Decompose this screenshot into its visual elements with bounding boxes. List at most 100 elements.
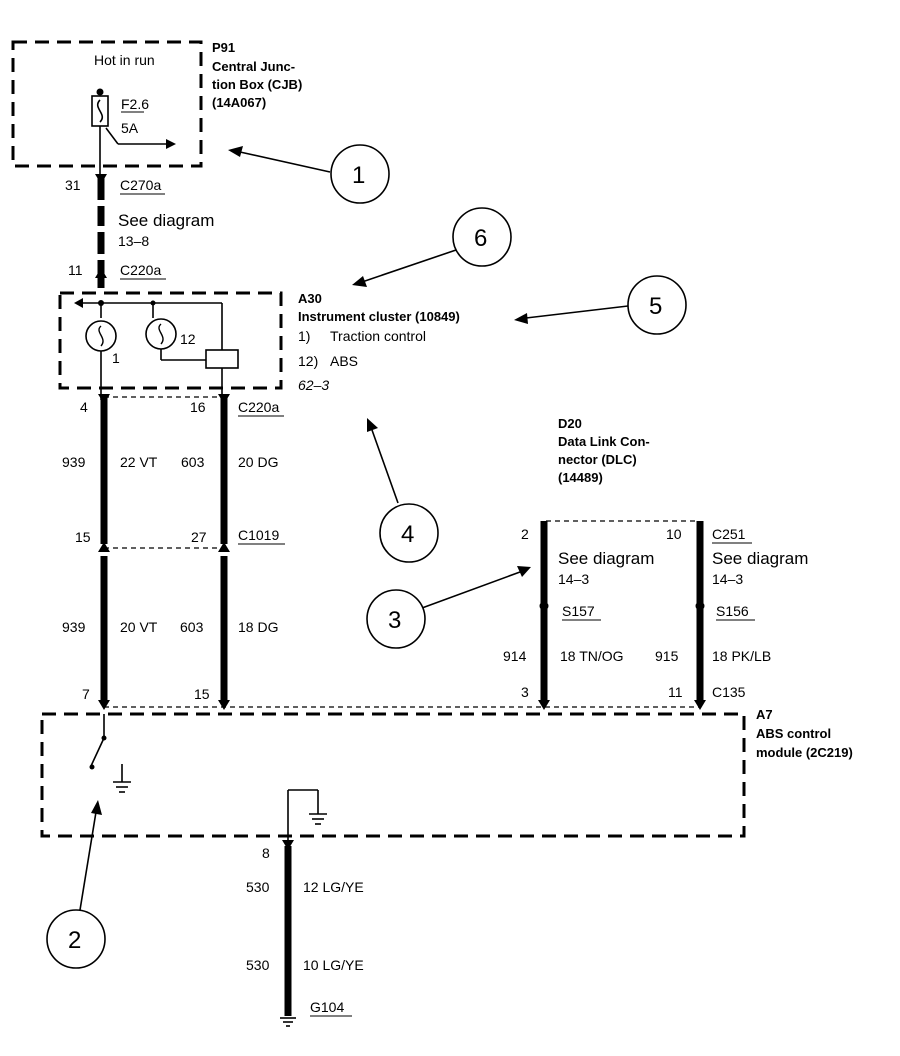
cjb-name-line2: tion Box (CJB) <box>212 77 302 92</box>
ground-upper-spec: 12 LG/YE <box>303 879 364 895</box>
cluster-item-12-text: ABS <box>330 353 358 369</box>
abs-module-id: A7 <box>756 707 773 722</box>
lower-left-spec: 20 VT <box>120 619 158 635</box>
dlc-name-line2: nector (DLC) <box>558 452 637 467</box>
see-diagram-14-3-left: See diagram <box>558 549 654 568</box>
dlc-wire-pair <box>538 521 706 710</box>
dlc-part-number: (14489) <box>558 470 603 485</box>
cluster-item-1-text: Traction control <box>330 328 426 344</box>
cluster-name: Instrument cluster (10849) <box>298 309 460 324</box>
callout-1: 1 <box>228 144 390 204</box>
c1019-pin-right: 27 <box>191 529 207 545</box>
c220a-bottom-connector: C220a <box>238 399 279 415</box>
upper-right-spec: 20 DG <box>238 454 278 470</box>
switch-icon <box>89 714 107 770</box>
ground-lower-circuit: 530 <box>246 957 270 973</box>
callout-3: 3 <box>366 566 531 649</box>
c220a-top-connector: C220a <box>120 262 161 278</box>
cluster-outline <box>58 291 283 390</box>
c251-pin-right: 10 <box>666 526 682 542</box>
callout-5-number: 5 <box>649 293 662 320</box>
upper-left-circuit: 939 <box>62 454 86 470</box>
fuse-id: F2.6 <box>121 96 149 112</box>
abs-module-outline <box>40 712 746 838</box>
see-diagram-13-8-ref: 13–8 <box>118 233 149 249</box>
callout-4-number: 4 <box>401 521 414 548</box>
cjb-name-line1: Central Junc- <box>212 59 295 74</box>
splice-s156-dot <box>695 601 705 611</box>
dlc-left-spec: 18 TN/OG <box>560 648 624 664</box>
see-diagram-14-3-right: See diagram <box>712 549 808 568</box>
c270a-pin: 31 <box>65 177 81 193</box>
c270a-connector: C270a <box>120 177 161 193</box>
lower-right-circuit: 603 <box>180 619 204 635</box>
c251-connector: C251 <box>712 526 746 542</box>
fuse-icon <box>91 88 176 176</box>
dlc-name-line1: Data Link Con- <box>558 434 650 449</box>
c220a-bottom-pin-left: 4 <box>80 399 88 415</box>
cluster-id: A30 <box>298 291 322 306</box>
cjb-outline <box>11 40 203 168</box>
ground-icon-module <box>288 789 327 825</box>
callout-5: 5 <box>514 275 687 335</box>
abs-control-module <box>40 712 746 840</box>
fuse-rating: 5A <box>121 120 139 136</box>
ground-lower-spec: 10 LG/YE <box>303 957 364 973</box>
c135-connector: C135 <box>712 684 746 700</box>
see-diagram-14-3-right-ref: 14–3 <box>712 571 743 587</box>
splice-s157-dot <box>539 601 549 611</box>
callout-2: 2 <box>46 800 106 969</box>
traction-control-lamp-icon <box>85 320 117 352</box>
upper-right-circuit: 603 <box>181 454 205 470</box>
lamp-1-label: 1 <box>112 350 120 366</box>
cluster-item-1-num: 1) <box>298 328 310 344</box>
cjb-id: P91 <box>212 40 235 55</box>
callout-3-number: 3 <box>388 607 401 634</box>
ground-wire-pin: 8 <box>262 845 270 861</box>
wire-cjb-to-cluster <box>95 174 107 288</box>
abs-pin-left: 7 <box>82 686 90 702</box>
dlc-id: D20 <box>558 416 582 431</box>
abs-pin-right: 15 <box>194 686 210 702</box>
callout-4: 4 <box>367 418 439 563</box>
ground-icon-switch <box>113 764 131 793</box>
splice-s156: S156 <box>716 603 749 619</box>
upper-wire-pair <box>98 394 230 552</box>
instrument-cluster: 1 12 <box>58 291 283 400</box>
abs-module-name-line1: ABS control <box>756 726 831 741</box>
central-junction-box: Hot in run F2.6 5A P91 Central Junc- tio… <box>11 40 302 176</box>
dlc-right-circuit: 915 <box>655 648 679 664</box>
splice-s157: S157 <box>562 603 595 619</box>
c1019-pin-left: 15 <box>75 529 91 545</box>
c1019-connector: C1019 <box>238 527 279 543</box>
ground-wire <box>280 840 296 1027</box>
callout-6: 6 <box>352 207 512 287</box>
abs-module-name-line2: module (2C219) <box>756 745 853 760</box>
lower-right-spec: 18 DG <box>238 619 278 635</box>
c135-pin-left: 3 <box>521 684 529 700</box>
c220a-top-pin: 11 <box>68 262 83 278</box>
lower-wire-pair <box>98 556 230 710</box>
lower-left-circuit: 939 <box>62 619 86 635</box>
dlc-left-circuit: 914 <box>503 648 527 664</box>
cjb-part-number: (14A067) <box>212 95 266 110</box>
ground-upper-circuit: 530 <box>246 879 270 895</box>
ground-g104: G104 <box>310 999 344 1015</box>
c220a-bottom-pin-right: 16 <box>190 399 206 415</box>
callout-6-number: 6 <box>474 225 487 252</box>
callout-2-number: 2 <box>68 927 81 954</box>
abs-lamp-icon <box>145 318 177 350</box>
hot-in-run-label: Hot in run <box>94 52 155 68</box>
dlc-right-spec: 18 PK/LB <box>712 648 771 664</box>
abs-control-box-icon <box>205 349 239 369</box>
lamp-12-label: 12 <box>180 331 196 347</box>
see-diagram-13-8: See diagram <box>118 211 214 230</box>
cluster-ref: 62–3 <box>298 377 329 393</box>
cluster-item-12-num: 12) <box>298 353 318 369</box>
c135-pin-right: 11 <box>668 684 683 700</box>
upper-left-spec: 22 VT <box>120 454 158 470</box>
callout-1-number: 1 <box>352 162 365 189</box>
c251-pin-left: 2 <box>521 526 529 542</box>
see-diagram-14-3-left-ref: 14–3 <box>558 571 589 587</box>
